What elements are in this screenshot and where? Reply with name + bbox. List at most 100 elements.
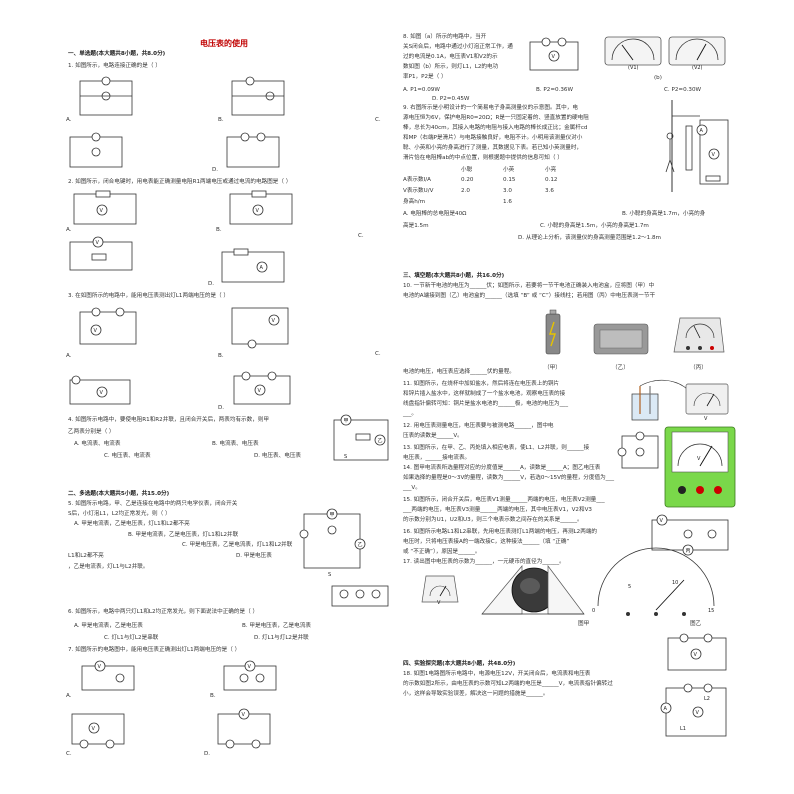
q9-option-d[interactable]: D. 从理论上分析，该测量仪的身高测量范围是1.2～1.8m <box>518 235 661 241</box>
q3-option-c[interactable]: C. <box>375 351 381 357</box>
q6-option-a[interactable]: A. 甲是电流表，乙是电压表 <box>74 623 143 629</box>
q3-option-d[interactable]: D. <box>218 405 225 411</box>
q3-c-voltmeter-glyph: V <box>100 390 104 396</box>
q11-stem-line1: 11. 如图所示，在烧杯中加如盐水，然后将连在电压表上的铜片 <box>403 381 560 387</box>
q2-option-c[interactable]: C. <box>358 233 364 239</box>
q9-height-meter-figure: A V <box>665 100 729 192</box>
q9-table-cell: 身高h/m <box>403 199 426 205</box>
q12-stem-line1: 12. 用电压表测量电压，电压表要与被测电路______，图中电 <box>403 423 554 429</box>
q5-stem-line3: L1和L2都不亮 <box>68 553 104 559</box>
q2-b-voltmeter-glyph: V <box>256 208 260 214</box>
q7-option-c[interactable]: C. <box>66 751 72 757</box>
q2-a-voltmeter-glyph: V <box>100 208 104 214</box>
q3-option-b[interactable]: B. <box>218 353 224 359</box>
q17-dial-voltmeter-glyph: V <box>437 600 441 606</box>
q18-stem-line2: 的示数如图2所示，由电压表的示数可知L2两端的电压是______V，电流表指针偏… <box>403 681 613 687</box>
q1-option-b[interactable]: B. <box>218 117 224 123</box>
q2-circuit-b: V <box>229 190 293 225</box>
q9-table-header: 小亮 <box>545 167 557 173</box>
page-title: 电压表的使用 <box>200 39 248 48</box>
q9-ammeter-glyph: A <box>700 128 704 134</box>
q1-option-a[interactable]: A. <box>66 117 72 123</box>
q7-option-b[interactable]: B. <box>210 693 216 699</box>
q9-table-cell: A表示数I/A <box>403 177 431 183</box>
q10-figure-jia-caption: （甲） <box>544 365 561 371</box>
q9-option-a[interactable]: A. 电阻棒的总电阻是40Ω <box>403 211 467 217</box>
q9-option-c[interactable]: C. 小聪的身高是1.5m，小亮的身高是1.7m <box>540 223 649 229</box>
q8-figure-b-label: (b) <box>654 75 662 81</box>
q18-voltmeter-glyph: V <box>696 710 700 716</box>
q4-option-b[interactable]: B. 电流表、电压表 <box>212 441 259 447</box>
q5-option-c[interactable]: C. 甲是电压表，乙是电流表，灯L1和L2并联 <box>182 542 293 548</box>
q5-jia-glyph: 甲 <box>330 512 335 518</box>
q9-table-header: 小英 <box>503 167 515 173</box>
q17-scale-10: 10 <box>672 580 678 586</box>
q2-option-a[interactable]: A. <box>66 227 72 233</box>
q1-circuit-a <box>79 76 133 116</box>
q1-circuit-b <box>231 76 285 116</box>
q6-option-b[interactable]: B. 甲是电压表，乙是电流表 <box>242 623 311 629</box>
q11-stem-line2: 和锌片插入盐水中，这样就制成了一个盐水电池，观察电压表的接 <box>403 391 566 397</box>
q4-circuit: 甲 乙 S <box>333 414 389 461</box>
q1-circuit-c <box>69 132 123 168</box>
q3-option-a[interactable]: A. <box>66 353 72 359</box>
q13-circuit <box>617 431 659 469</box>
q4-stem-line2: 乙两表分别是（ ） <box>68 429 115 435</box>
q5-option-b[interactable]: B. 甲是电流表，乙是电压表，灯L1和L2并联 <box>128 532 239 538</box>
q11-voltmeter-glyph: V <box>704 416 708 422</box>
q8-option-a[interactable]: A. P1=0.09W <box>403 87 440 93</box>
q6-stem: 6. 如图所示，电路中两只灯L1和L2均正常发光，则下面说法中正确的是（ ） <box>68 609 259 615</box>
q2-circuit-d: A <box>221 248 285 283</box>
q9-table-header: 小聪 <box>461 167 473 173</box>
q5-option-d[interactable]: D. 甲是电压表 <box>236 553 272 559</box>
q18-circuit-figure: A V L1 L2 <box>660 683 727 737</box>
q7-a-voltmeter-glyph: V <box>98 664 102 670</box>
q9-option-b-continued: 高是1.5m <box>403 223 429 229</box>
q1-option-d[interactable]: D. <box>212 167 219 173</box>
q9-option-b[interactable]: B. 小聪的身高是1.7m，小亮的身 <box>622 211 706 217</box>
q9-stem-line2: 源电压恒为6V，保护电阻R0=20Ω；R是一只固定着的、竖直放置的硬电阻 <box>403 115 589 121</box>
q6-option-c[interactable]: C. 灯L1与灯L2是串联 <box>104 635 159 641</box>
q10-voltmeter-illustration <box>673 317 725 353</box>
q17-circuit-voltmeter-glyph: V <box>694 652 698 658</box>
q9-table-cell: 1.6 <box>503 199 512 205</box>
q4-option-c[interactable]: C. 电压表、电流表 <box>104 453 151 459</box>
q15-circuit: V 丙 <box>651 514 729 556</box>
q11-stem-line4: ___。 <box>403 411 417 417</box>
q8-option-c[interactable]: C. P2=0.30W <box>664 87 702 93</box>
q9-stem-line4: 和MP（右端P是滑片）与电路接触良好，电阻不计。小明用该测量仪对小 <box>403 135 583 141</box>
q1-circuit-d <box>226 132 280 168</box>
q18-ammeter-glyph: A <box>664 706 668 712</box>
q17-small-voltmeter-dial: V <box>421 575 459 606</box>
q8-option-d[interactable]: D. P2=0.45W <box>432 96 470 102</box>
q13-stem-line1: 13. 如图所示，在甲、乙、丙处填入相应电表，使L1、L2并联，则______接 <box>403 445 590 451</box>
q4-option-a[interactable]: A. 电流表、电流表 <box>74 441 121 447</box>
q17-figure-yi-caption: 图乙 <box>690 621 702 627</box>
q8-dial-v1-label: (V1) <box>628 65 639 71</box>
q5-option-a[interactable]: A. 甲是电流表，乙是电压表，灯L1和L2都不亮 <box>74 521 190 527</box>
q3-circuit-c: V <box>69 375 131 405</box>
section-heading-single-choice: 一、单选题(本大题共8小题，共8.0分) <box>68 51 166 57</box>
section-heading-multi-choice: 二、多选题(本大题共5小题，共15.0分) <box>68 491 170 497</box>
q8-option-b[interactable]: B. P2=0.36W <box>536 87 573 93</box>
q14-stem-line2: 如果选择的量程是0～3V的量程，读数为______V，若选0～15V的量程，分度… <box>403 475 615 481</box>
q2-option-b[interactable]: B. <box>216 227 222 233</box>
q16-stem-line1: 16. 如图所示电路L1和L2串联，先用电压表测灯L1两端的电压，再测L2两端的 <box>403 529 598 535</box>
q2-option-d[interactable]: D. <box>208 281 215 287</box>
q8-dial-v2-label: (V2) <box>692 65 703 71</box>
q5-stem-line1: 5. 如图所示电路，甲、乙是连接在电路中的两只电学仪表，闭合开关 <box>68 501 238 507</box>
q7-stem: 7. 如图所示的电路图中，能用电压表正确测出灯L1两端电压的是（ ） <box>68 647 241 653</box>
q7-option-a[interactable]: A. <box>66 693 72 699</box>
q9-voltmeter-glyph: V <box>712 152 716 158</box>
q1-option-c[interactable]: C. <box>375 117 381 123</box>
q4-option-d[interactable]: D. 电压表、电压表 <box>254 453 302 459</box>
section-heading-fill-blank: 三、填空题(本大题共8小题，共16.0分) <box>403 273 505 279</box>
q7-option-d[interactable]: D. <box>204 751 211 757</box>
q5-stem-line4: ，乙是电流表，灯L1与L2并联。 <box>68 564 149 570</box>
q7-circuit-b: V <box>223 660 277 691</box>
q7-circuit-d: V <box>217 708 271 749</box>
q4-yi-glyph: 乙 <box>378 437 383 444</box>
q3-circuit-d: V <box>233 371 291 405</box>
q2-circuit-c: V <box>69 236 133 271</box>
q6-option-d[interactable]: D. 灯L1与灯L2是并联 <box>254 635 309 641</box>
